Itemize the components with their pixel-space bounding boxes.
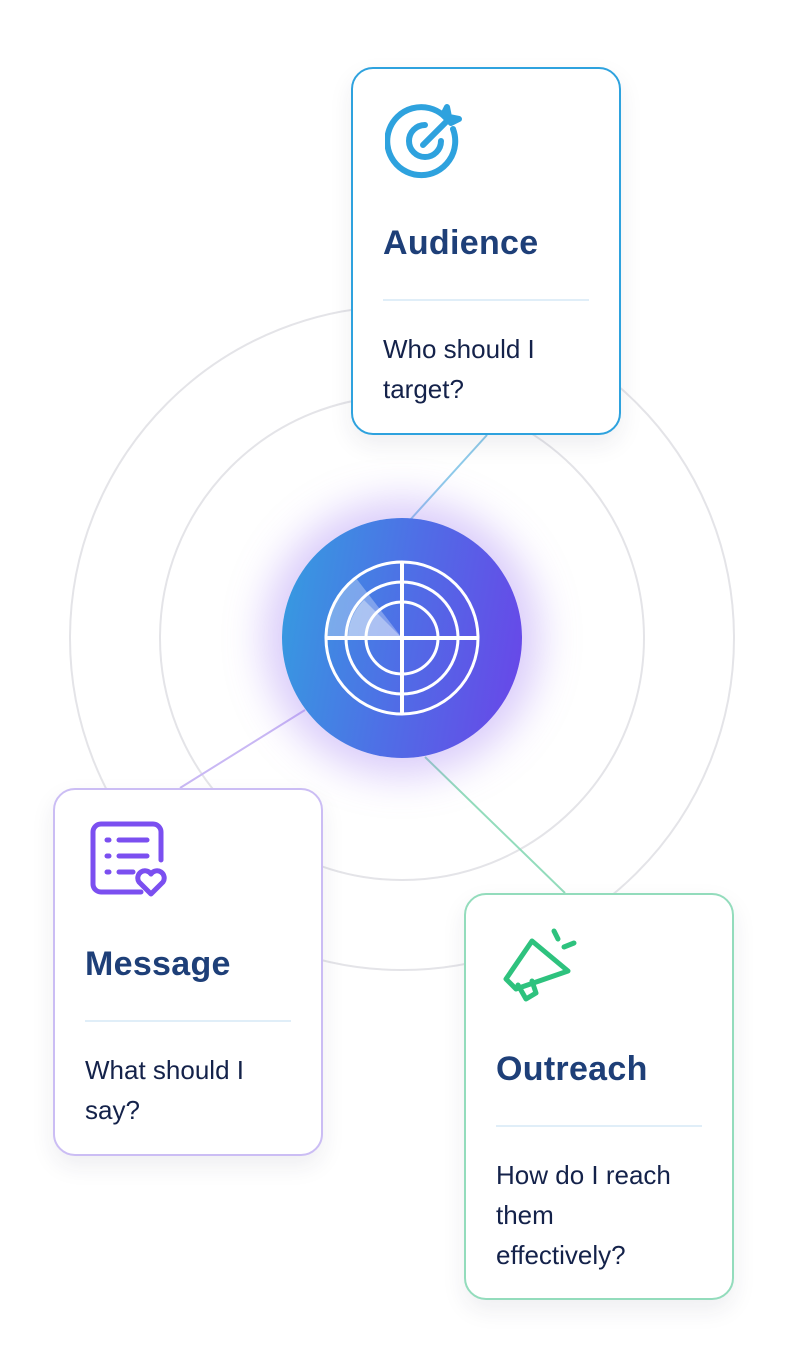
megaphone-icon [503, 928, 577, 1002]
divider [85, 1020, 291, 1022]
card-outreach: Outreach How do I reach them effectively… [464, 893, 734, 1300]
card-message: Message What should I say? [53, 788, 323, 1156]
connector-audience [409, 434, 488, 521]
list-heart-icon [90, 821, 167, 897]
card-title: Message [85, 945, 231, 983]
card-question: How do I reach them effectively? [496, 1160, 671, 1270]
radar-icon [324, 560, 480, 716]
radar-hub [282, 518, 522, 758]
divider [496, 1125, 702, 1127]
target-arrow-icon [384, 104, 462, 179]
card-title: Audience [383, 224, 539, 262]
card-question: Who should I target? [383, 334, 535, 404]
card-audience: Audience Who should I target? [351, 67, 621, 435]
card-question: What should I say? [85, 1055, 244, 1125]
card-title: Outreach [496, 1050, 648, 1088]
connector-message [179, 709, 306, 789]
divider [383, 299, 589, 301]
connector-outreach [424, 756, 566, 894]
